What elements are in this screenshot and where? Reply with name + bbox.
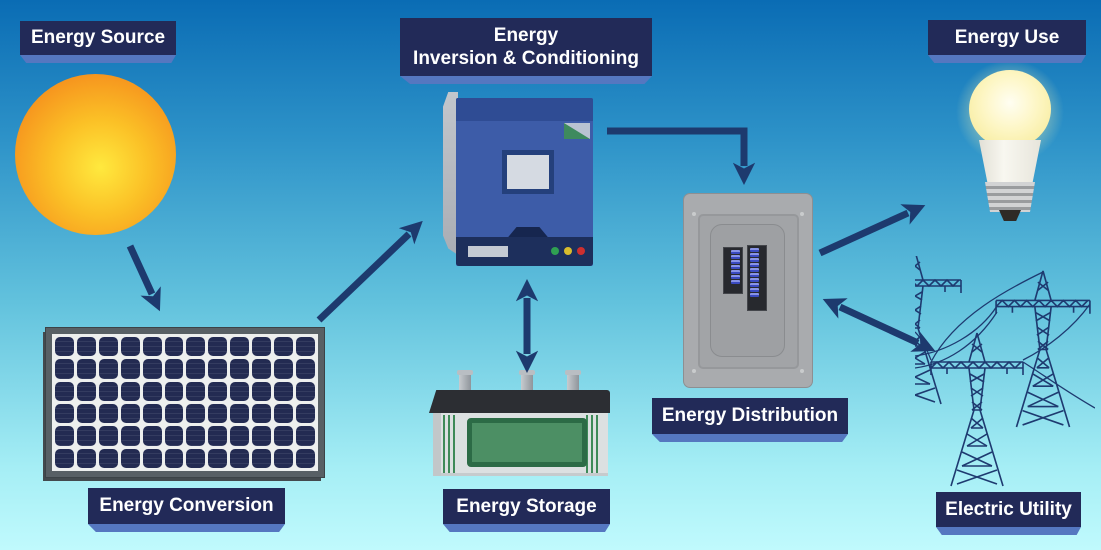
label-energy-inversion-line2: Inversion & Conditioning: [413, 48, 639, 69]
label-energy-inversion-line1: Energy: [493, 24, 559, 46]
solar-panel-icon: [45, 327, 325, 478]
battery-icon: [433, 412, 608, 476]
arrow-distribution-utility-bidirectional: [822, 298, 936, 352]
inverter-side-panel: [443, 92, 458, 255]
inverter-bottom-band: [456, 237, 593, 266]
label-energy-distribution: Energy Distribution: [652, 398, 848, 434]
label-energy-conversion: Energy Conversion: [88, 488, 285, 524]
label-energy-conversion-text: Energy Conversion: [99, 495, 274, 517]
inverter-status-leds: [551, 247, 585, 255]
label-energy-distribution-text: Energy Distribution: [661, 405, 839, 427]
inverter-display: [502, 150, 554, 194]
inverter-name-plate: [468, 246, 508, 257]
battery-top: [429, 390, 610, 413]
led-red: [577, 247, 585, 255]
distribution-panel-door: [710, 224, 785, 357]
led-yellow: [564, 247, 572, 255]
solar-cells: [52, 334, 318, 471]
distribution-panel-frame: [698, 214, 799, 369]
breaker-strip-right: [747, 245, 767, 311]
battery-name-plate: [467, 418, 587, 467]
label-energy-storage: Energy Storage: [443, 489, 610, 524]
label-energy-storage-text: Energy Storage: [456, 495, 597, 517]
arrow-distribution-to-bulb: [818, 204, 926, 257]
label-energy-use-text: Energy Use: [954, 26, 1060, 48]
sun-icon: [15, 74, 176, 235]
battery-terminal: [457, 370, 473, 392]
bulb-screw-base: [985, 182, 1035, 212]
label-energy-source-text: Energy Source: [30, 27, 166, 49]
breaker-strip-left: [723, 247, 743, 294]
distribution-panel-icon: [683, 193, 813, 388]
label-electric-utility: Electric Utility: [936, 492, 1081, 527]
inverter-icon: [456, 98, 593, 266]
inverter-top-band: [456, 98, 593, 121]
arrow-sun-to-panel: [126, 244, 161, 312]
bulb-neck: [979, 140, 1041, 184]
arrow-inverter-to-distribution: [607, 127, 756, 186]
inverter-logo-icon: [564, 123, 590, 139]
bulb-contact-tip: [999, 210, 1021, 221]
label-energy-use: Energy Use: [928, 20, 1086, 55]
inverter-notch: [508, 227, 548, 237]
battery-terminal: [565, 370, 581, 392]
label-electric-utility-text: Electric Utility: [945, 498, 1072, 520]
light-bulb-icon: [969, 70, 1051, 148]
arrow-panel-to-inverter: [316, 220, 423, 323]
label-energy-inversion: Energy Inversion & Conditioning: [400, 18, 652, 76]
led-green: [551, 247, 559, 255]
label-energy-source: Energy Source: [20, 21, 176, 55]
